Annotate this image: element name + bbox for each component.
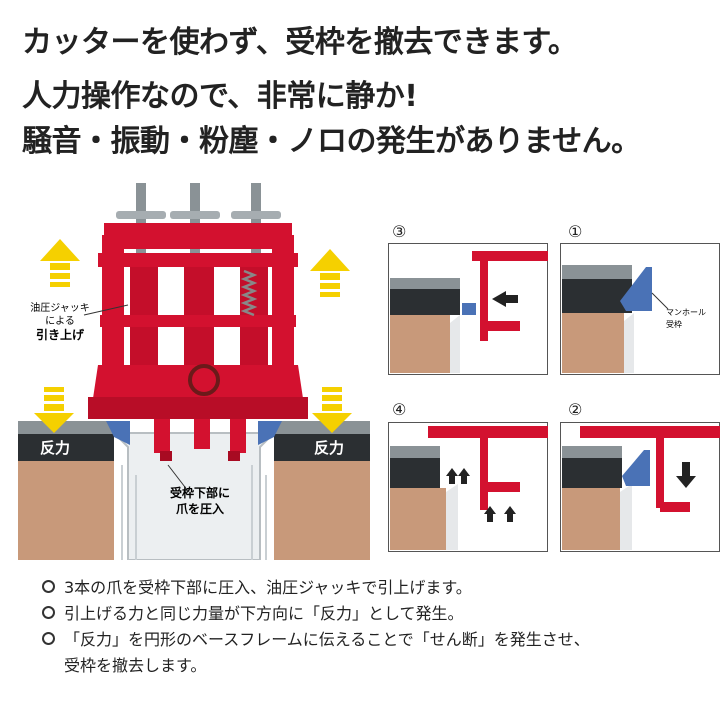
reaction-label-right: 反力	[314, 439, 344, 457]
manhole-frame-left	[106, 421, 130, 445]
step-1-label-2: 受枠	[666, 319, 682, 329]
step-2-number: ②	[568, 400, 583, 419]
top-beam	[104, 223, 292, 249]
step-4-number: ④	[392, 400, 407, 419]
left-ground-soil	[18, 460, 114, 560]
headline-line-3: 騒音・振動・粉塵・ノロの発生がありません。	[22, 124, 641, 159]
claw-tip-left	[160, 451, 172, 461]
headline-line-2: 人力操作なので、非常に静か!	[22, 79, 418, 114]
right-asphalt-layer	[274, 433, 370, 461]
down-arrow-left-icon	[34, 387, 74, 433]
headline-line-1: カッターを使わず、受枠を撤去できます。	[22, 25, 578, 60]
nut-center	[170, 211, 220, 219]
bullet-item-2: 引上げる力と同じ力量が下方向に「反力」として発生。	[42, 601, 712, 627]
step-3-panel	[388, 243, 548, 375]
middle-beam	[100, 315, 296, 327]
bullet-list: 3本の爪を受枠下部に圧入、油圧ジャッキで引上げます。 引上げる力と同じ力量が下方…	[42, 575, 712, 679]
jack-label-1: 油圧ジャッキ	[30, 301, 90, 314]
step-4-panel	[388, 422, 548, 552]
jack-leader-line	[83, 304, 129, 316]
left-asphalt-layer	[18, 433, 114, 461]
left-concrete-top	[18, 421, 114, 434]
main-jack-diagram: 油圧ジャッキ による 引き上げ 反力 反力 受枠下部に 爪を圧入	[18, 183, 370, 560]
spring-coil	[240, 269, 258, 317]
nut-left	[116, 211, 166, 219]
jack-label-3: 引き上げ	[36, 327, 85, 342]
claw-leader-line	[167, 464, 189, 492]
right-ground-soil	[274, 460, 370, 560]
bullet-item-3: 「反力」を円形のベースフレームに伝えることで「せん断」を発生させ、	[42, 627, 712, 653]
bullet-item-1: 3本の爪を受枠下部に圧入、油圧ジャッキで引上げます。	[42, 575, 712, 601]
manhole-frame-right	[258, 421, 282, 445]
step-1-label-1: マンホール	[666, 308, 706, 317]
step-3-number: ③	[392, 222, 407, 241]
claw-center	[194, 419, 210, 449]
base-frame	[88, 397, 308, 419]
shaft-wall-left	[121, 465, 137, 560]
up-arrow-right-icon	[310, 249, 350, 297]
claw-right	[230, 419, 246, 453]
up-arrow-left-icon	[40, 239, 80, 287]
step-1-number: ①	[568, 222, 583, 241]
shaft-wall-right	[251, 465, 267, 560]
upper-beam	[98, 253, 298, 267]
step-1-panel: マンホール 受枠	[560, 243, 720, 375]
claw-tip-right	[228, 451, 240, 461]
claw-label-2: 爪を圧入	[176, 502, 224, 516]
reaction-label-left: 反力	[40, 439, 70, 457]
claw-label-1: 受枠下部に	[170, 485, 230, 500]
claw-left	[154, 419, 170, 453]
bullet-item-3-continued: 受枠を撤去します。	[64, 656, 207, 675]
lower-frame	[92, 365, 304, 405]
step-2-panel	[560, 422, 720, 552]
nut-right	[231, 211, 281, 219]
right-concrete-top	[274, 421, 370, 434]
down-arrow-right-icon	[312, 387, 352, 433]
jack-label-2: による	[45, 315, 75, 327]
hose-coil	[188, 364, 220, 396]
